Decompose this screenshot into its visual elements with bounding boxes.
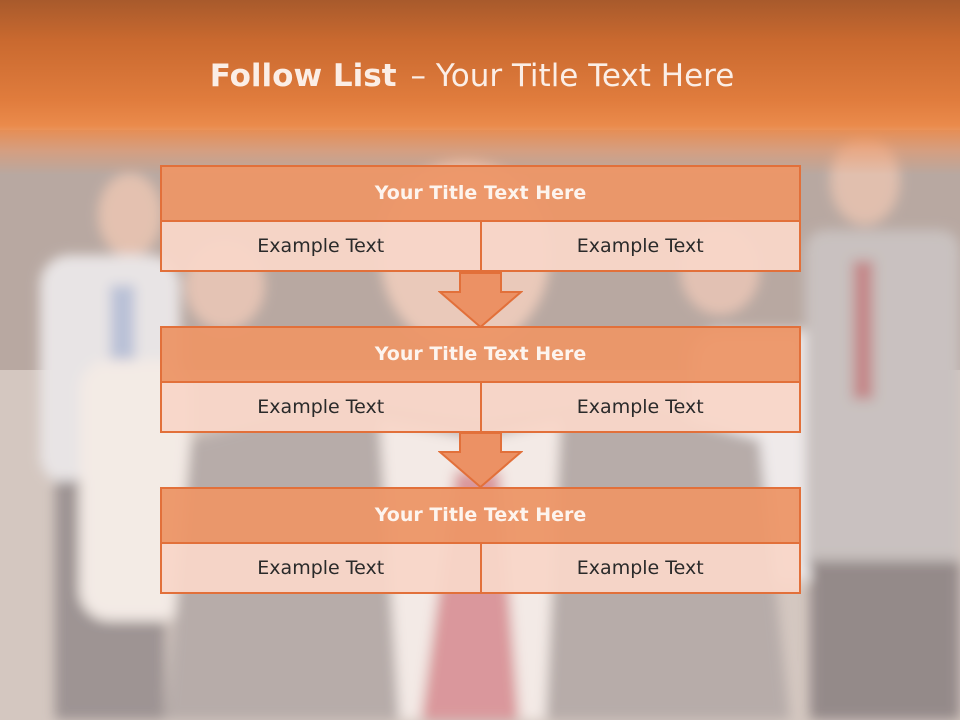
block-row: Example Text Example Text — [160, 383, 801, 433]
list-block-1: Your Title Text Here Example Text Exampl… — [160, 165, 801, 272]
cell-left: Example Text — [160, 383, 482, 433]
block-title: Your Title Text Here — [160, 487, 801, 544]
block-row: Example Text Example Text — [160, 222, 801, 272]
header-band — [0, 0, 960, 175]
title-bold: Follow List — [209, 58, 397, 94]
list-block-2: Your Title Text Here Example Text Exampl… — [160, 326, 801, 433]
cell-right: Example Text — [481, 222, 801, 272]
list-block-3: Your Title Text Here Example Text Exampl… — [160, 487, 801, 594]
block-row: Example Text Example Text — [160, 544, 801, 594]
cell-left: Example Text — [160, 222, 482, 272]
title-rest: Your Title Text Here — [435, 58, 735, 94]
cell-left: Example Text — [160, 544, 482, 594]
down-arrow-icon — [438, 272, 523, 328]
down-arrow-icon — [438, 432, 523, 488]
block-title: Your Title Text Here — [160, 165, 801, 222]
cell-right: Example Text — [481, 383, 801, 433]
slide-title: Follow List– Your Title Text Here — [0, 54, 944, 98]
title-dash: – — [410, 58, 427, 94]
cell-right: Example Text — [481, 544, 801, 594]
block-title: Your Title Text Here — [160, 326, 801, 383]
